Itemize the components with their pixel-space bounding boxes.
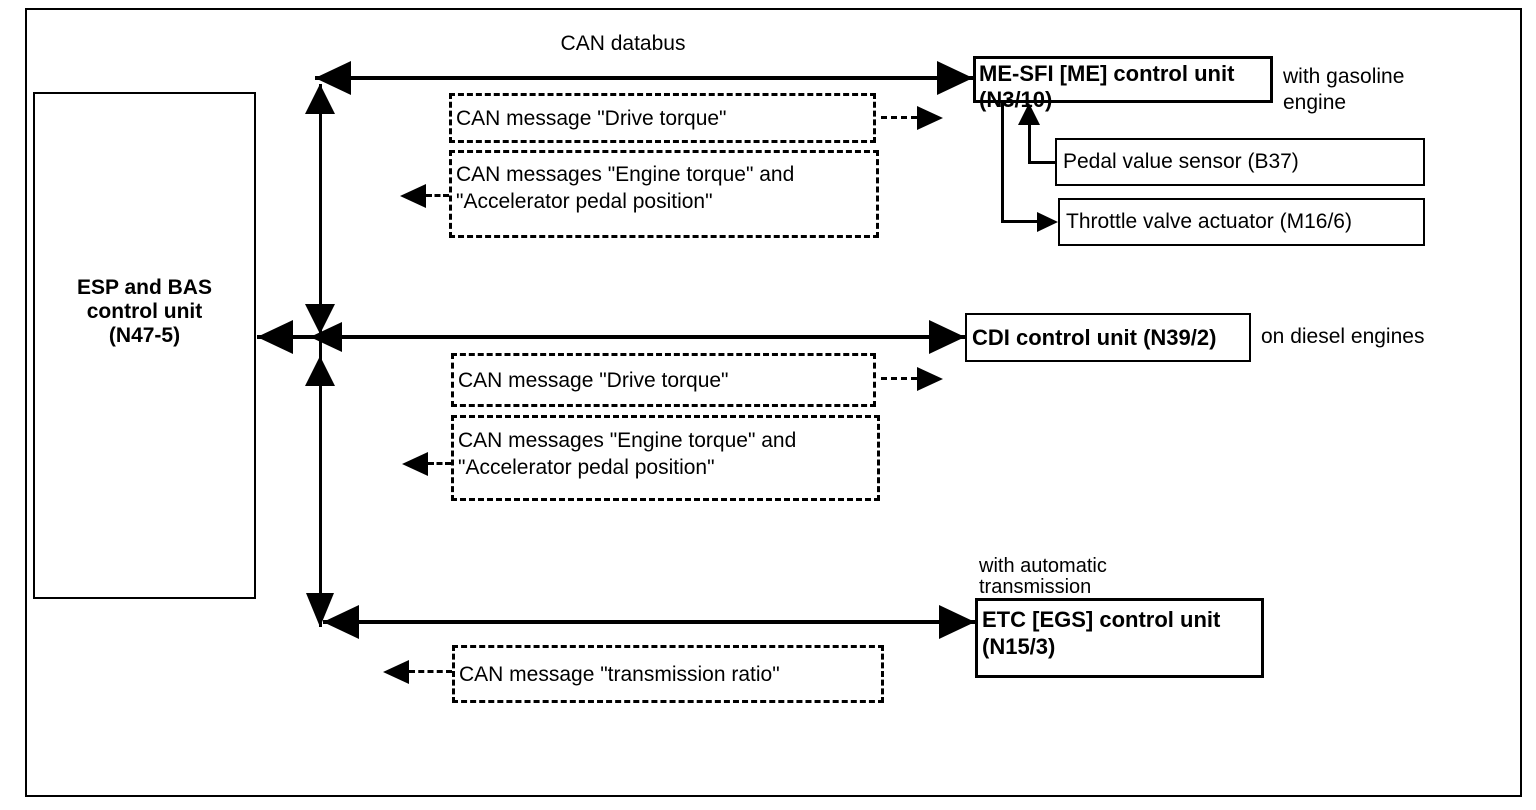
pedal-value-sensor-label: Pedal value sensor (B37) [1063, 150, 1299, 173]
dashed-arrow-transmission-ratio [383, 660, 409, 684]
me-sfi-control-unit-label: ME-SFI [ME] control unit (N3/10) [979, 61, 1235, 112]
throttle-valve-actuator-label: Throttle valve actuator (M16/6) [1066, 210, 1352, 233]
arrow-junction-up [305, 356, 335, 386]
cdi-control-unit-label: CDI control unit (N39/2) [972, 324, 1217, 350]
can-databus-label: CAN databus [560, 32, 686, 55]
dashed-arrow-engine-torque-diesel [402, 452, 428, 476]
connector-pedal-me-sfi-horizontal [1028, 161, 1055, 164]
arrow-junction-down [305, 304, 335, 334]
connector-me-sfi-throttle-horizontal [1001, 220, 1038, 223]
gasoline-engine-note: with gasoline engine [1283, 65, 1405, 114]
connector-me-sfi-throttle-vertical [1001, 101, 1004, 222]
esp-bas-control-unit-label: ESP and BAS control unit (N47-5) [77, 276, 212, 347]
msg-drive-torque-gasoline-text: CAN message "Drive torque" [456, 106, 727, 130]
esp-bas-control-unit-box: ESP and BAS control unit (N47-5) [33, 92, 256, 599]
arrow-pedal-into-me-sfi [1018, 103, 1040, 125]
arrow-bus-up-top [305, 84, 335, 114]
msg-engine-torque-diesel-line2: "Accelerator pedal position" [458, 456, 715, 479]
automatic-transmission-note: with automatic transmission [979, 555, 1107, 598]
pedal-value-sensor-box: Pedal value sensor (B37) [1055, 138, 1425, 186]
can-line-to-me-sfi [315, 76, 973, 80]
msg-drive-torque-diesel-text: CAN message "Drive torque" [458, 368, 729, 392]
msg-box-transmission-ratio: CAN message "transmission ratio" [452, 645, 884, 703]
arrow-into-me-sfi [937, 61, 973, 95]
me-sfi-control-unit-box: ME-SFI [ME] control unit (N3/10) [973, 56, 1273, 112]
etc-control-unit-label: ETC [EGS] control unit (N15/3) [982, 607, 1221, 659]
cdi-control-unit-box: CDI control unit (N39/2) [965, 313, 1251, 362]
etc-control-unit-box: ETC [EGS] control unit (N15/3) [975, 598, 1264, 678]
arrow-into-cdi [929, 320, 965, 354]
arrow-into-etc [939, 605, 975, 639]
msg-box-drive-torque-diesel: CAN message "Drive torque" [451, 353, 876, 407]
dashed-line-transmission-ratio [409, 670, 452, 673]
connector-pedal-me-sfi-vertical [1028, 123, 1031, 164]
msg-box-engine-torque-diesel: CAN messages "Engine torque" and "Accele… [451, 415, 880, 501]
throttle-valve-actuator-box: Throttle valve actuator (M16/6) [1058, 198, 1425, 246]
diesel-engines-note: on diesel engines [1261, 325, 1425, 348]
can-line-to-cdi [257, 335, 965, 339]
msg-box-drive-torque-gasoline: CAN message "Drive torque" [449, 93, 876, 143]
dashed-arrow-drive-torque-gasoline [917, 106, 943, 130]
dashed-line-engine-torque-gasoline [426, 194, 449, 197]
arrow-into-throttle-actuator [1037, 212, 1058, 232]
msg-transmission-ratio-text: CAN message "transmission ratio" [459, 662, 780, 686]
can-bus-vertical-line [319, 84, 322, 627]
msg-engine-torque-gasoline-line1: CAN messages "Engine torque" and [456, 163, 795, 186]
arrow-into-esp [257, 320, 293, 354]
dashed-line-drive-torque-gasoline [881, 116, 917, 119]
dashed-arrow-engine-torque-gasoline [400, 184, 426, 208]
dashed-arrow-drive-torque-diesel [917, 367, 943, 391]
dashed-line-engine-torque-diesel [428, 462, 451, 465]
msg-engine-torque-diesel-line1: CAN messages "Engine torque" and [458, 429, 797, 452]
arrow-bottom-left [323, 605, 359, 639]
dashed-line-drive-torque-diesel [881, 377, 917, 380]
msg-engine-torque-gasoline-line2: "Accelerator pedal position" [456, 190, 713, 213]
msg-box-engine-torque-gasoline: CAN messages "Engine torque" and "Accele… [449, 150, 879, 238]
can-line-to-etc [323, 620, 975, 624]
